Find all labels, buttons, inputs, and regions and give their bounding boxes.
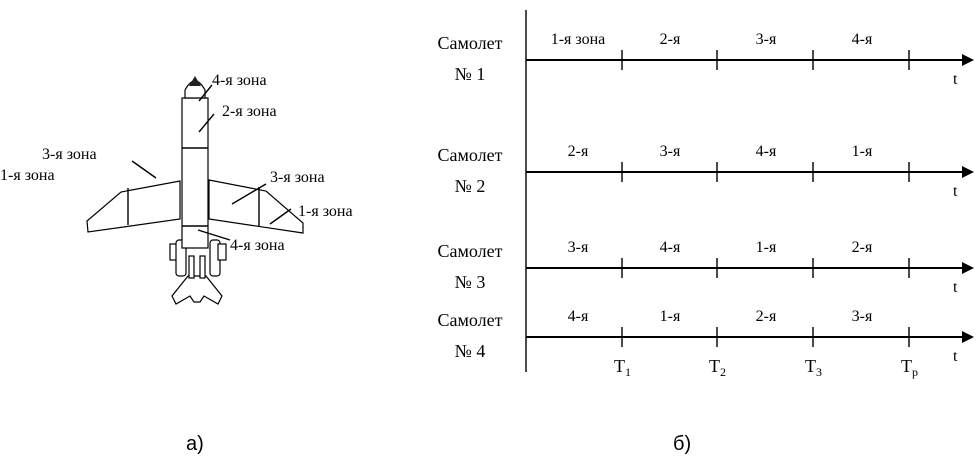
label-left-zone3: 3-я зона xyxy=(42,146,97,163)
row-1-label-line2: № 1 xyxy=(455,64,486,84)
tick-label-1: T1 xyxy=(614,356,631,379)
row-4-axis-arrow xyxy=(962,331,974,343)
tick-label-2: T2 xyxy=(709,356,726,379)
row-1-zone-3: 3-я xyxy=(756,31,777,48)
row-1-zone-1: 1-я зона xyxy=(551,31,606,48)
row-4-axis-label-t: t xyxy=(953,348,958,365)
row-2-zone-4: 1-я xyxy=(852,143,873,160)
label-nose-zone4: 4-я зона xyxy=(212,72,267,89)
row-3-zone-3: 1-я xyxy=(756,239,777,256)
row-2-zone-1: 2-я xyxy=(568,143,589,160)
row-3-label-line2: № 3 xyxy=(455,272,486,292)
tick-label-3: T3 xyxy=(805,356,822,379)
row-4-label-line1: Самолет xyxy=(438,310,503,330)
fuselage xyxy=(181,97,209,249)
leader-lines xyxy=(131,84,292,241)
row-4-zone-3: 2-я xyxy=(756,308,777,325)
row-1-label-line1: Самолет xyxy=(438,33,503,53)
row-1-zone-2: 2-я xyxy=(660,31,681,48)
row-2-label-line2: № 2 xyxy=(455,176,486,196)
row-4-zone-1: 4-я xyxy=(568,308,589,325)
tick-label-4: Tр xyxy=(901,356,918,379)
row-2-axis-label-t: t xyxy=(953,183,958,200)
label-fuselage-zone2: 2-я зона xyxy=(222,103,277,120)
row-2-zone-3: 4-я xyxy=(756,143,777,160)
label-right-zone3: 3-я зона xyxy=(270,169,325,186)
tail-stabilizer xyxy=(171,275,223,305)
airplane-drawing: 4-я зона 2-я зона 3-я зона 1-я зона 3-я … xyxy=(0,72,353,305)
row-4-zone-2: 1-я xyxy=(660,308,681,325)
row-3-zone-4: 2-я xyxy=(852,239,873,256)
label-tail-zone4: 4-я зона xyxy=(230,237,285,254)
caption-a: а) xyxy=(186,433,204,455)
row-1-zone-4: 4-я xyxy=(852,31,873,48)
row-3-label-line1: Самолет xyxy=(438,241,503,261)
row-3-axis-arrow xyxy=(962,262,974,274)
row-1-axis-arrow xyxy=(962,54,974,66)
row-3-zone-2: 4-я xyxy=(660,239,681,256)
tail-engines xyxy=(169,239,227,279)
left-wing xyxy=(86,180,181,233)
row-2-zone-2: 3-я xyxy=(660,143,681,160)
right-wing xyxy=(208,179,304,234)
row-2-label-line1: Самолет xyxy=(438,145,503,165)
label-left-zone1: 1-я зона xyxy=(0,167,55,184)
row-4-zone-4: 3-я xyxy=(852,308,873,325)
caption-b: б) xyxy=(673,433,691,455)
label-right-zone1: 1-я зона xyxy=(298,203,353,220)
row-1-axis-label-t: t xyxy=(953,71,958,88)
row-4-label-line2: № 4 xyxy=(455,341,486,361)
row-2-axis-arrow xyxy=(962,166,974,178)
row-3-zone-1: 3-я xyxy=(568,239,589,256)
row-3-axis-label-t: t xyxy=(953,279,958,296)
